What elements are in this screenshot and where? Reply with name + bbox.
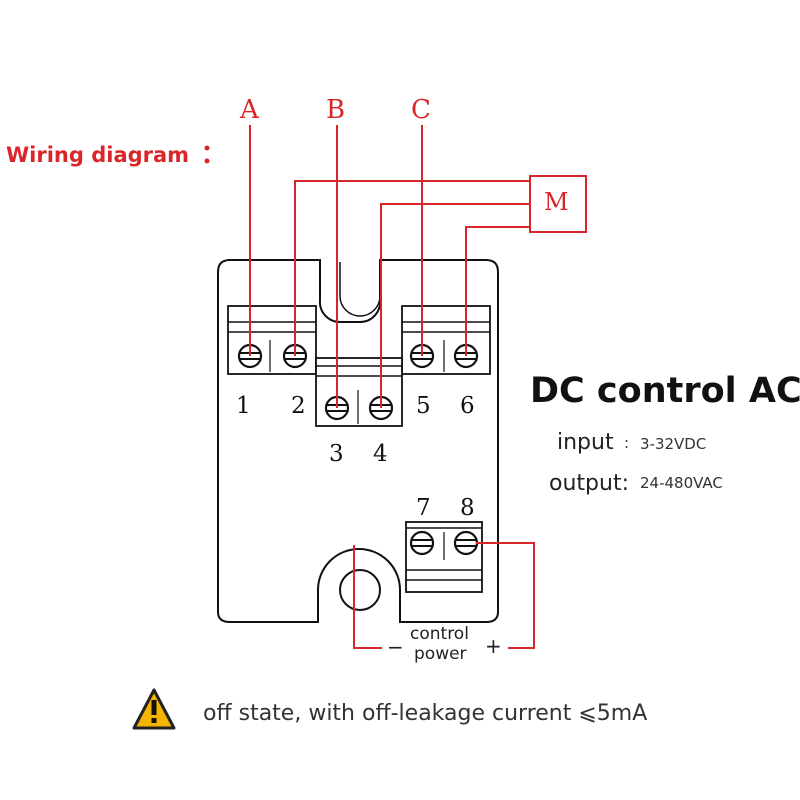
minus-sign: − <box>387 635 404 659</box>
phase-label-a: A <box>240 95 259 125</box>
terminal-number-6: 6 <box>460 393 475 419</box>
mode-heading: DC control AC <box>530 371 800 411</box>
screw-8 <box>453 530 479 556</box>
warning-icon <box>132 688 176 730</box>
plus-sign: + <box>485 634 502 658</box>
motor-label: M <box>544 188 569 216</box>
phase-label-c: C <box>411 95 431 125</box>
mounting-slot <box>339 262 381 317</box>
mounting-hole <box>339 569 381 611</box>
power-label: power <box>414 644 467 664</box>
screw-7 <box>409 530 435 556</box>
control-label: control <box>410 624 469 644</box>
red-wiring <box>249 125 535 649</box>
terminal-number-2: 2 <box>291 393 306 419</box>
title-colon-dot <box>204 145 210 151</box>
warning-text: off state, with off-leakage current ⩽5mA <box>203 701 648 726</box>
terminal-number-5: 5 <box>416 393 431 419</box>
output-value: 24-480VAC <box>640 474 723 492</box>
wire-control-plus <box>476 542 535 649</box>
wire-6-to-motor <box>465 226 530 356</box>
input-label: input <box>557 430 614 455</box>
input-value: 3-32VDC <box>640 435 707 453</box>
terminal-number-3: 3 <box>329 441 344 467</box>
diagram-title: Wiring diagram <box>6 143 190 167</box>
terminal-number-7: 7 <box>416 495 431 521</box>
motor-box <box>529 175 587 233</box>
wire-4-to-motor <box>380 203 530 408</box>
wire-2-to-motor <box>294 180 530 356</box>
wire-control-minus <box>353 545 382 649</box>
terminal-number-8: 8 <box>460 495 475 521</box>
title-colon-dot <box>204 158 210 164</box>
input-colon: : <box>624 434 630 452</box>
output-label: output: <box>549 471 629 496</box>
terminal-number-4: 4 <box>373 441 388 467</box>
phase-label-b: B <box>326 95 346 125</box>
terminal-number-1: 1 <box>236 393 251 419</box>
